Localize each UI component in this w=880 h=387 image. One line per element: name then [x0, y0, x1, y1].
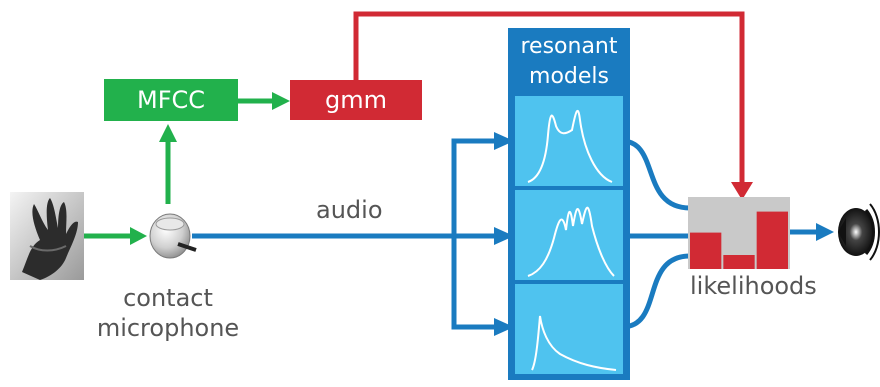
gmm-to-likelihoods-arrow	[353, 11, 745, 186]
resonance-curve-2	[527, 206, 615, 277]
resonance-curve-1	[527, 109, 613, 183]
mfcc-box	[104, 79, 238, 121]
contact-microphone-label-line2: microphone	[96, 314, 240, 342]
resonant-model-3	[515, 284, 623, 374]
mfcc-to-gmm-arrowhead	[272, 92, 290, 110]
likelihood-bar-2	[723, 255, 755, 269]
resonant-model-1	[515, 96, 623, 186]
speaker-icon	[838, 203, 880, 261]
resonant-models-title-line1: resonant	[520, 33, 618, 59]
mic-to-mfcc-arrowhead	[159, 124, 177, 142]
model1-to-likelihoods	[621, 138, 691, 211]
resonance-curve-3	[531, 315, 617, 371]
model3-to-likelihoods	[621, 253, 691, 330]
hand-image-icon	[10, 192, 84, 280]
likelihood-bars	[690, 211, 788, 269]
likelihood-bar-3	[756, 211, 788, 269]
hand-to-mic-arrowhead	[130, 227, 147, 245]
likelihoods-label: likelihoods	[690, 272, 817, 300]
contact-microphone-icon	[149, 213, 197, 259]
audio-arrowhead-top	[494, 132, 514, 150]
contact-microphone-label-line1: contact	[123, 284, 213, 312]
resonant-models-title-line2: models	[529, 63, 609, 89]
mfcc-label: MFCC	[136, 86, 206, 114]
likelihoods-arrowhead	[816, 223, 834, 241]
gmm-box	[290, 80, 422, 120]
audio-label: audio	[316, 196, 383, 224]
gmm-label: gmm	[325, 86, 387, 114]
likelihood-bar-1	[690, 232, 722, 269]
audio-branch	[451, 138, 494, 330]
audio-arrowhead-middle	[494, 227, 514, 245]
audio-arrowhead-bottom	[494, 318, 514, 336]
gmm-arrowhead	[731, 182, 753, 200]
